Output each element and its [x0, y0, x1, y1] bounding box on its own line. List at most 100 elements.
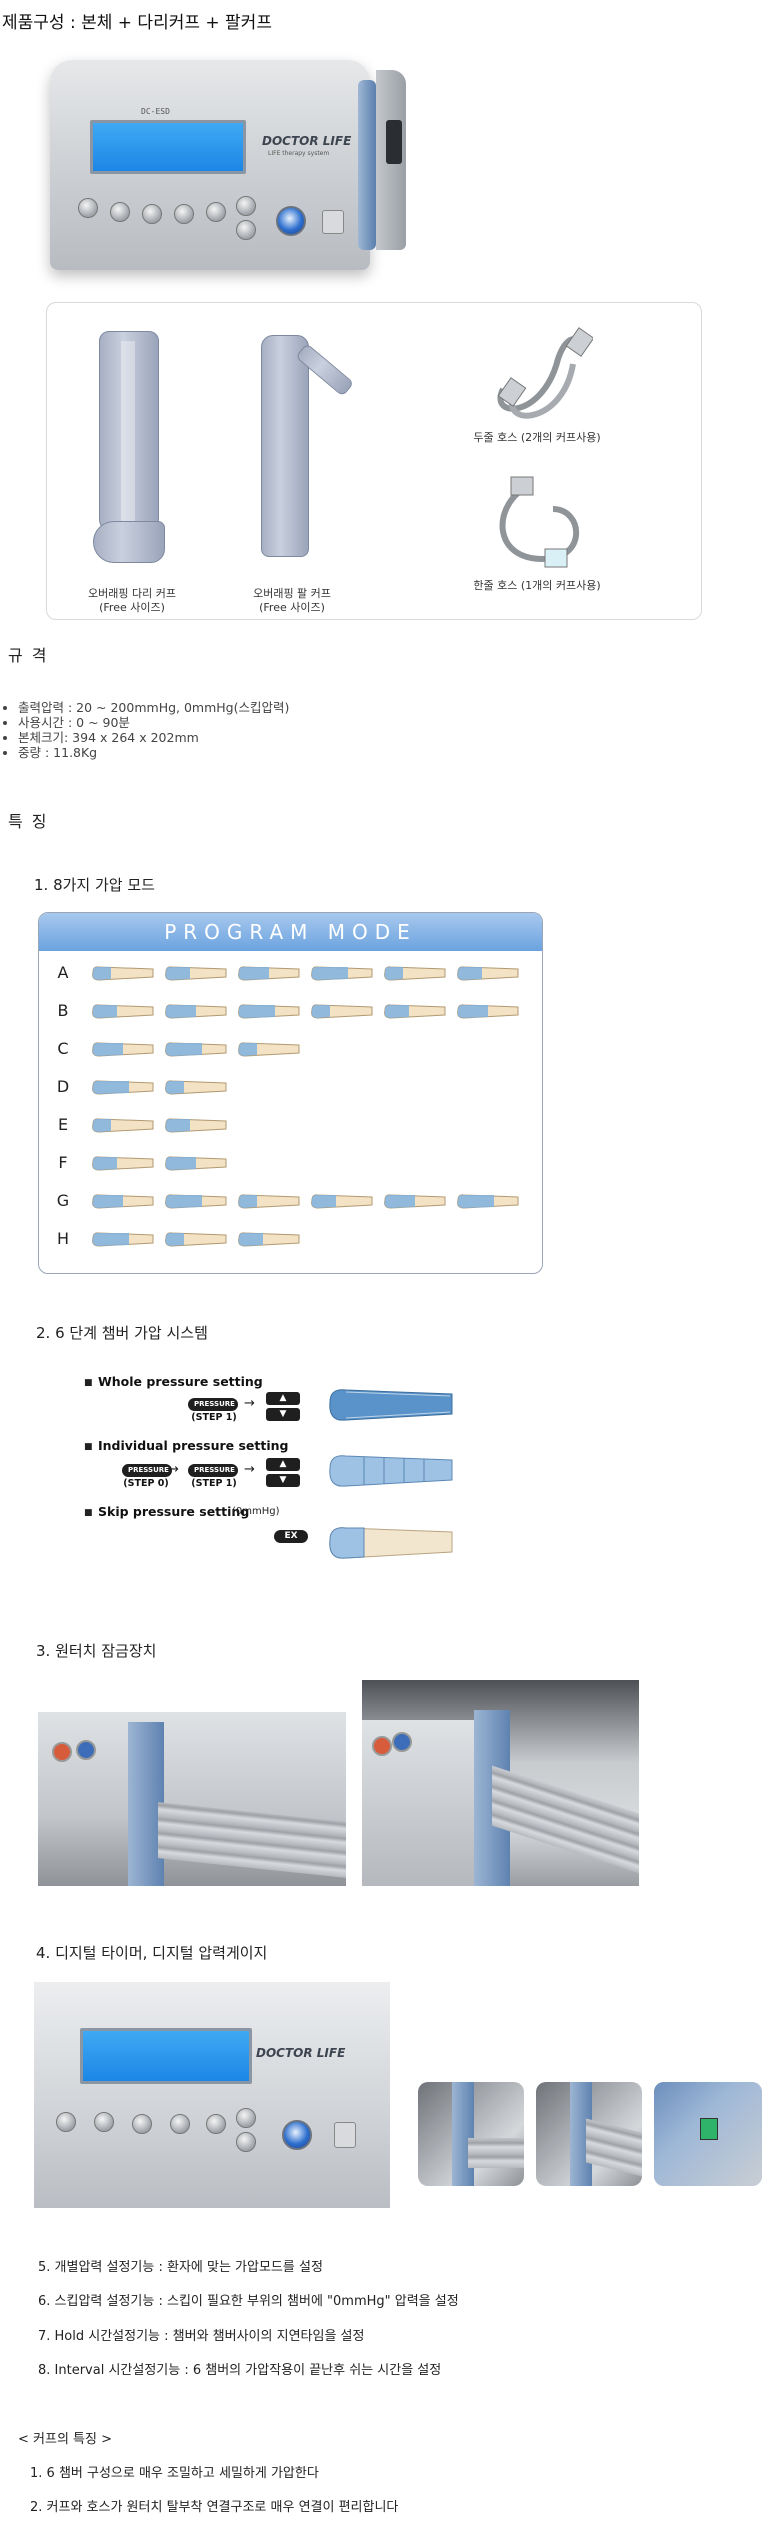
start-stop-knob[interactable]: [282, 2120, 312, 2150]
skip-pressure-label: Skip pressure setting: [98, 1504, 250, 1519]
mode-leg-icon: [92, 1004, 154, 1019]
mode-leg-icon: [238, 966, 300, 981]
up-button[interactable]: ▲: [266, 1392, 300, 1405]
spec-item: 출력압력 : 20 ~ 200mmHg, 0mmHg(스킵압력): [18, 700, 478, 715]
chamber-heading: 2. 6 단계 챔버 가압 시스템: [36, 1324, 208, 1342]
pressure-pill: PRESSURE: [188, 1464, 238, 1477]
down-button[interactable]: ▼: [266, 1408, 300, 1421]
mode-leg-icon: [384, 1004, 446, 1019]
cuff-item: 2. 커프와 호스가 원터치 탈부착 연결구조로 매우 연결이 편리합니다: [30, 2500, 399, 2515]
leg-cuff-label: 오버래핑 다리 커프: [88, 587, 176, 600]
feature-item: 7. Hold 시간설정기능 : 챔버와 챔버사이의 지연타임을 설정: [38, 2329, 365, 2344]
thumb-photo-1: [418, 2082, 524, 2186]
mode-letter: C: [57, 1039, 69, 1058]
cuff-item: 1. 6 챔버 구성으로 매우 조밀하고 세밀하게 가압한다: [30, 2466, 319, 2481]
mode-letter: G: [56, 1191, 70, 1210]
thumb-photo-3: [654, 2082, 762, 2186]
pressure-knob[interactable]: [132, 2114, 152, 2134]
mode-leg-icon: [165, 1080, 227, 1095]
brand-logo: DOCTOR LIFE: [256, 2046, 346, 2060]
program-mode-title: PROGRAM MODE: [39, 913, 542, 951]
individual-pressure-label: Individual pressure setting: [98, 1438, 289, 1453]
mode-leg-icon: [384, 1194, 446, 1209]
interval-knob[interactable]: [206, 2114, 226, 2134]
feature-item: 6. 스킵압력 설정기능 : 스킵이 필요한 부위의 챔버에 "0mmHg" 압…: [38, 2294, 459, 2309]
mode-leg-icon: [457, 1004, 519, 1019]
mode-letter: D: [56, 1077, 70, 1096]
mode-leg-icon: [311, 966, 373, 981]
spec-item: 중량 : 11.8Kg: [18, 745, 478, 760]
mode-leg-icon: [311, 1004, 373, 1019]
skip-leg-icon: [329, 1527, 453, 1559]
interval-knob[interactable]: [206, 202, 226, 222]
start-stop-knob[interactable]: [276, 206, 306, 236]
brand-logo: DOCTOR LIFE: [262, 134, 352, 148]
time-knob[interactable]: [110, 202, 130, 222]
lock-photo-2: [362, 1680, 639, 1886]
arm-cuff-size: (Free 사이즈): [259, 601, 325, 614]
lock-photo-1: [38, 1712, 346, 1886]
hold-knob[interactable]: [170, 2114, 190, 2134]
specs-title: 규 격: [8, 646, 49, 665]
pressure-knob[interactable]: [142, 204, 162, 224]
whole-leg-icon: [329, 1389, 453, 1421]
mode-leg-icon: [238, 1232, 300, 1247]
hose-connector[interactable]: [334, 2122, 356, 2148]
mode-knob[interactable]: [78, 198, 98, 218]
mode-leg-icon: [457, 1194, 519, 1209]
mode-leg-icon: [165, 1042, 227, 1057]
step-label: (STEP 1): [191, 1412, 237, 1423]
digital-heading: 4. 디지털 타이머, 디지털 압력게이지: [36, 1944, 268, 1962]
pressure-pill: PRESSURE: [188, 1398, 238, 1411]
mode-letter: F: [58, 1153, 68, 1172]
arm-cuff-label: 오버래핑 팔 커프: [253, 587, 331, 600]
device-image: DC-ESD DOCTOR LIFE LIFE therapy system: [40, 50, 410, 280]
mode-leg-icon: [238, 1004, 300, 1019]
features-title: 특 징: [8, 812, 49, 831]
down-knob[interactable]: [236, 2132, 256, 2152]
double-hose-label: 두줄 호스 (2개의 커프사용): [473, 431, 601, 444]
hose-connector[interactable]: [322, 210, 344, 234]
down-button[interactable]: ▼: [266, 1474, 300, 1487]
thumb-photo-2: [536, 2082, 642, 2186]
cuff-title: < 커프의 특징 >: [18, 2432, 112, 2447]
up-knob[interactable]: [236, 196, 256, 216]
mode-letter: E: [57, 1115, 69, 1134]
spec-item: 사용시간 : 0 ~ 90분: [18, 715, 478, 730]
mode-heading: 1. 8가지 가압 모드: [34, 876, 155, 894]
individual-leg-icon: [329, 1455, 453, 1487]
down-knob[interactable]: [236, 220, 256, 240]
spec-item: 본체크기: 394 x 264 x 202mm: [18, 730, 478, 745]
step-label: (STEP 1): [191, 1478, 237, 1489]
mode-leg-icon: [165, 1232, 227, 1247]
skip-pressure-unit: (0mmHg): [232, 1506, 280, 1517]
mode-leg-icon: [92, 966, 154, 981]
up-knob[interactable]: [236, 2108, 256, 2128]
up-button[interactable]: ▲: [266, 1458, 300, 1471]
hold-knob[interactable]: [174, 204, 194, 224]
mode-leg-icon: [165, 966, 227, 981]
mode-leg-icon: [384, 966, 446, 981]
accessories-box: 두줄 호스 (2개의 커프사용) 한줄 호스 (1개의 커프사용) 오버래핑 다…: [46, 302, 702, 620]
lcd-model: DC-ESD: [141, 107, 170, 116]
mode-leg-icon: [238, 1194, 300, 1209]
leg-cuff-size: (Free 사이즈): [99, 601, 165, 614]
touch-heading: 3. 원터치 잠금장치: [36, 1642, 157, 1660]
brand-sub: LIFE therapy system: [268, 150, 330, 157]
pressure-pill: PRESSURE: [122, 1464, 172, 1477]
mode-leg-icon: [238, 1042, 300, 1057]
mode-leg-icon: [92, 1042, 154, 1057]
double-hose-image: [483, 319, 595, 429]
time-knob[interactable]: [94, 2112, 114, 2132]
mode-leg-icon: [165, 1156, 227, 1171]
single-hose-image: [493, 469, 593, 579]
ex-button[interactable]: EX: [274, 1530, 308, 1543]
mode-leg-icon: [92, 1156, 154, 1171]
mode-leg-icon: [165, 1194, 227, 1209]
mode-knob[interactable]: [56, 2112, 76, 2132]
mode-leg-icon: [92, 1080, 154, 1095]
mode-leg-icon: [165, 1118, 227, 1133]
